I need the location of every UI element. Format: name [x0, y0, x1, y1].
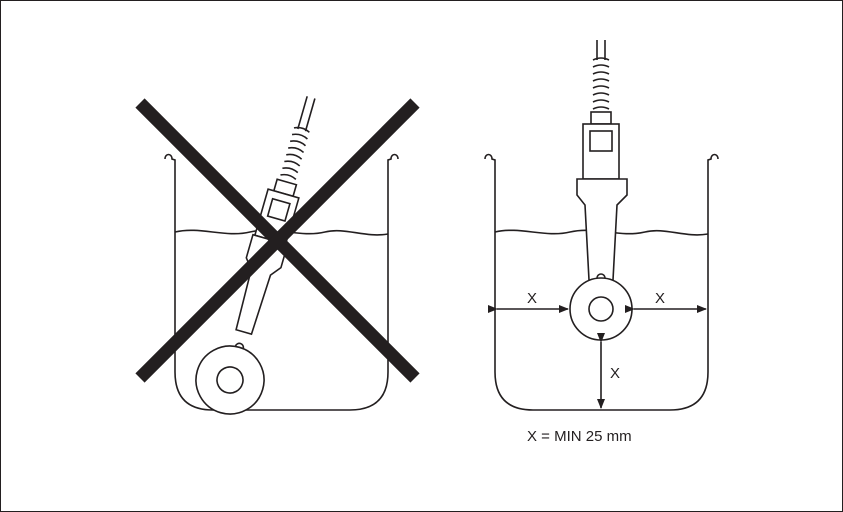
upright-sensor	[569, 40, 633, 341]
incorrect-installation	[164, 96, 399, 415]
right-beaker	[484, 153, 719, 411]
bottom-clearance-label: X	[610, 365, 620, 382]
correct-installation	[484, 40, 719, 411]
right-clearance-label: X	[655, 290, 665, 307]
minimum-distance-caption: X = MIN 25 mm	[527, 428, 632, 445]
prohibited-cross-icon	[135, 98, 420, 383]
left-beaker	[164, 153, 399, 411]
left-clearance-label: X	[527, 290, 537, 307]
